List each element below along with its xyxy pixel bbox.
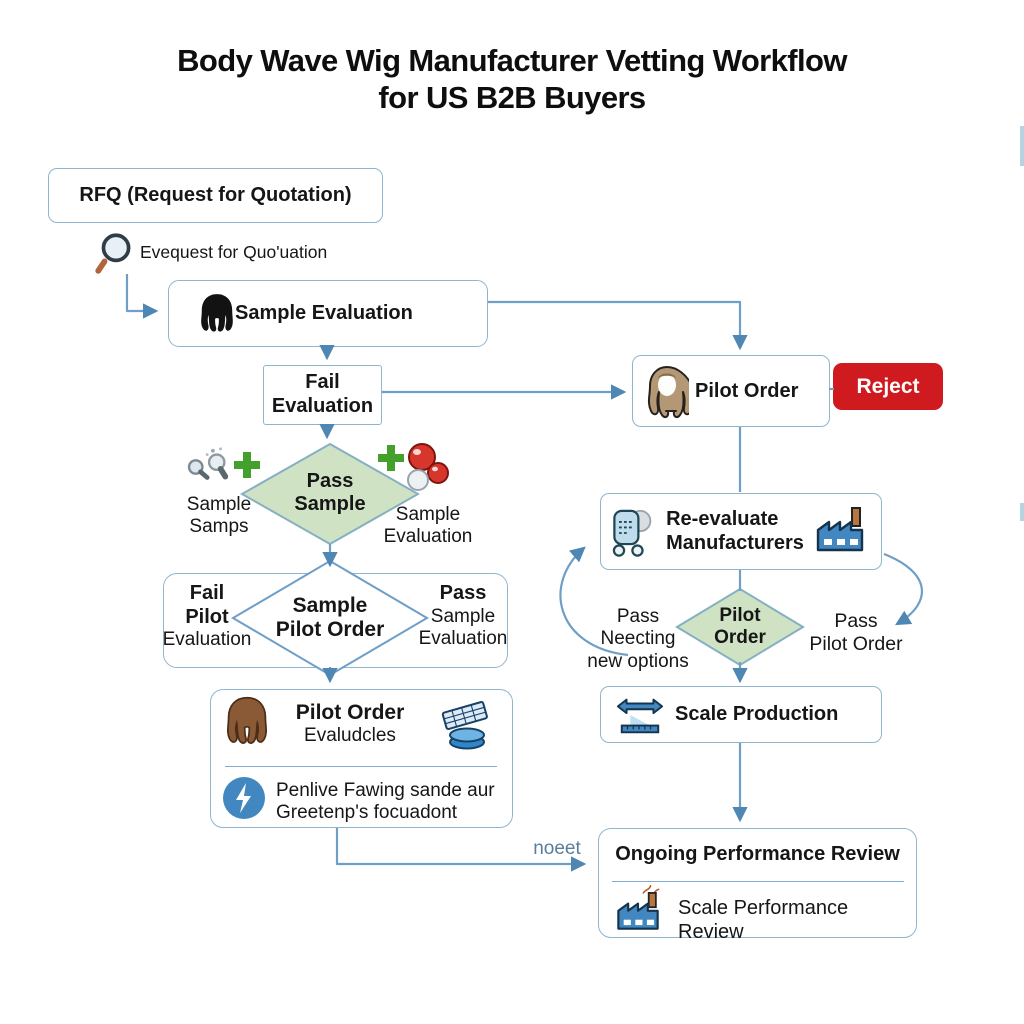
fail-pilot-line1: Fail — [189, 582, 225, 604]
fail-evaluation-line2: Evaluation — [271, 395, 374, 417]
pilot-diamond-line2: Order — [714, 626, 766, 648]
ongoing-title: Ongoing Performance Review — [598, 843, 917, 866]
reevaluate-label: Re-evaluate Manufacturers — [666, 508, 804, 555]
pass-sample-text: Pass Sample — [270, 470, 390, 516]
page-title: Body Wave Wig Manufacturer Vetting Workf… — [0, 42, 1024, 116]
reevaluate-line1: Re-evaluate — [666, 507, 779, 530]
stack-grid-icon — [437, 699, 495, 751]
edge-artifact-mid — [1020, 503, 1024, 521]
noeet-label: noeet — [526, 838, 588, 860]
fail-pilot-evaluation-label: Fail Pilot Evaluation — [160, 582, 254, 652]
plus-left-icon — [232, 450, 262, 480]
ongoing-subtitle-text: Scale Performance Review — [678, 897, 849, 943]
noeet-text: noeet — [533, 838, 581, 859]
brown-wig-icon — [224, 694, 270, 752]
pass-sample-line2b: Sample — [430, 605, 496, 627]
fail-evaluation-line1: Fail — [305, 371, 340, 394]
rfq-note-label: Evequest for Quo'uation — [140, 242, 327, 263]
pilot-order-eval-subtitle: Evaludcles — [304, 725, 396, 747]
black-wig-icon — [198, 292, 236, 338]
pilot-order-label: Pilot Order — [695, 379, 799, 402]
pilot-order-eval-note-line2: Greetenp's focuadont — [276, 802, 458, 824]
factory-icon — [812, 503, 868, 557]
factory-smoke-icon — [612, 884, 664, 934]
page-title-line1: Body Wave Wig Manufacturer Vetting Workf… — [177, 43, 847, 78]
sample-eval-side-line1: Sample — [395, 504, 461, 525]
magnifier-icon — [94, 230, 136, 274]
ongoing-title-text: Ongoing Performance Review — [615, 843, 900, 865]
ongoing-subtitle: Scale Performance Review — [678, 897, 908, 944]
connector-sample-eval-to-pilot-order — [488, 300, 748, 351]
sample-samps-label: Sample Samps — [176, 494, 262, 539]
fail-evaluation-box: Fail Evaluation — [263, 365, 382, 425]
pilot-order-eval-note: Penlive Fawing sande aur Greetenp's focu… — [276, 780, 496, 825]
pilot-order-eval-note-line1: Penlive Fawing sande aur — [276, 780, 495, 801]
pass-neecting-line3: new options — [587, 650, 689, 672]
sample-pilot-line2: Pilot Order — [275, 618, 385, 642]
connector-rfqnote-to-sample-eval — [125, 274, 159, 319]
rfq-label: RFQ (Request for Quotation) — [79, 184, 352, 206]
reject-button: Reject — [833, 363, 943, 410]
rfq-box: RFQ (Request for Quotation) — [48, 168, 383, 223]
pass-sample-line2: Sample — [294, 493, 366, 515]
reject-label: Reject — [856, 374, 920, 398]
sample-cart-icon — [607, 504, 655, 562]
pass-sample-line1: Pass — [306, 470, 354, 492]
pass-neecting-label: Pass Neecting new options — [580, 606, 696, 673]
spheres-icon — [402, 442, 450, 500]
sample-evaluation-side-label: Sample Evaluation — [380, 504, 476, 549]
pilot-order-eval-title: Pilot Order — [295, 701, 405, 724]
fail-evaluation-label: Fail Evaluation — [272, 371, 373, 418]
samples-icon — [184, 446, 238, 488]
scale-production-label: Scale Production — [675, 703, 839, 725]
scale-production-box: Scale Production — [600, 686, 882, 743]
pilot-diamond-line1: Pilot — [719, 605, 761, 626]
pass-pilot-order-label: Pass Pilot Order — [802, 610, 910, 656]
ongoing-divider — [612, 881, 904, 882]
reevaluate-line2: Manufacturers — [666, 531, 804, 554]
pilot-order-eval-divider — [225, 766, 497, 767]
sample-eval-side-line2: Evaluation — [383, 526, 473, 548]
pilot-order-decision-text: Pilot Order — [695, 605, 785, 649]
fail-pilot-line2: Pilot — [185, 605, 229, 628]
sample-pilot-order-text: Sample Pilot Order — [255, 594, 405, 642]
sample-pilot-line1: Sample — [292, 594, 368, 617]
face-wig-icon — [645, 364, 695, 420]
pass-pilot-line1: Pass — [834, 610, 878, 632]
pass-sample-line3b: Evaluation — [418, 628, 508, 649]
lightning-icon — [222, 776, 266, 820]
sample-samps-line2: Samps — [189, 516, 249, 538]
pass-sample-evaluation-label: Pass Sample Evaluation — [415, 582, 511, 650]
pass-pilot-line2: Pilot Order — [809, 633, 903, 655]
edge-artifact-top — [1020, 126, 1024, 166]
sample-samps-line1: Sample — [186, 494, 252, 515]
pass-neecting-line1: Pass — [616, 606, 660, 627]
sample-evaluation-label: Sample Evaluation — [235, 302, 413, 324]
fail-pilot-line3: Evaluation — [162, 629, 252, 651]
page-title-line2: for US B2B Buyers — [378, 80, 646, 116]
rfq-note-text: Evequest for Quo'uation — [140, 242, 328, 262]
pass-neecting-line2: Neecting — [600, 628, 676, 650]
scale-arrows-icon — [616, 690, 664, 740]
pass-sample-line1b: Pass — [439, 582, 487, 604]
pilot-order-eval-title-block: Pilot Order Evaludcles — [280, 701, 420, 747]
ongoing-review-box — [598, 828, 917, 938]
